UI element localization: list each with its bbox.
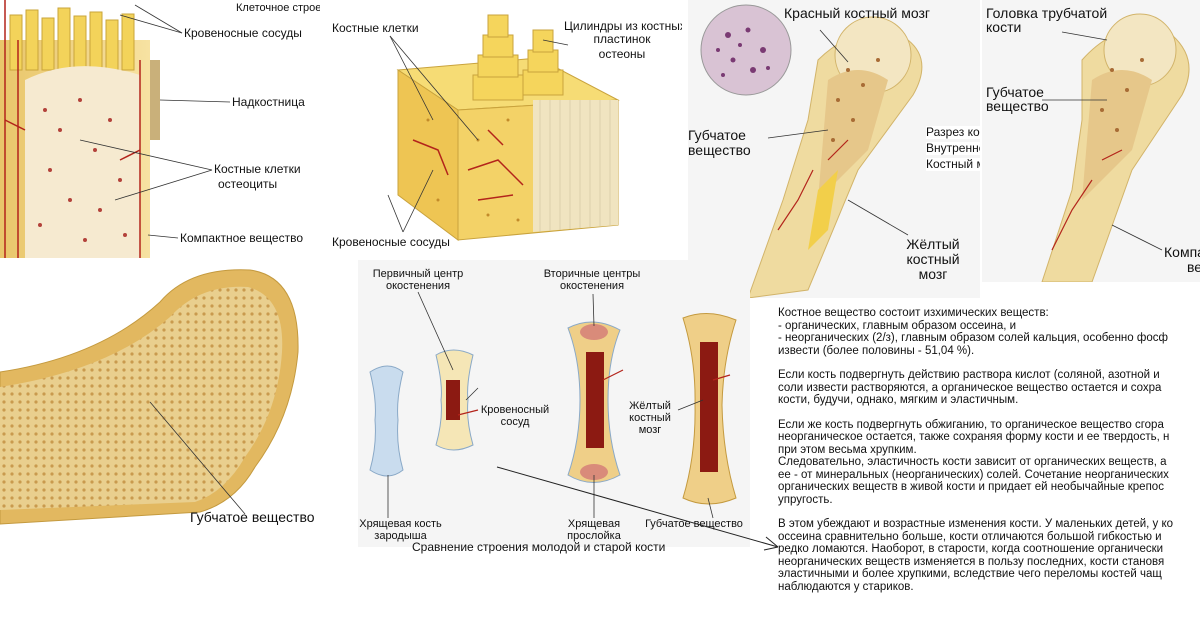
label-secondary-1: Вторичные центры (543, 268, 641, 280)
text-line: ее - от минеральных (неорганических) сол… (778, 468, 1169, 481)
text-line: органических веществ в живой кости и при… (778, 481, 1164, 493)
label-vessels: Кровеносные сосуды (184, 26, 302, 40)
text-line: неорганических веществ изменяется в поль… (778, 555, 1165, 568)
label-compact: Компактное вещество (180, 231, 304, 245)
label-bone-cells: Костные клетки (332, 21, 419, 35)
label-osteocytes: остеоциты (218, 177, 278, 191)
panel-bone-head: Головка трубчатой кости Губчатое веществ… (982, 0, 1200, 282)
label-red-marrow: Красный костный мозг (784, 5, 930, 21)
osteon-block-illustration (387, 14, 620, 241)
label-bone-cells: Костные клетки (214, 162, 301, 176)
label-primary-1: Первичный центр (372, 268, 464, 280)
spongy-bone-illustration (0, 269, 299, 525)
bone-growth-illustration (369, 291, 737, 519)
label-cylinders-2: пластинок (593, 32, 651, 46)
label-cut-1: Разрез кости. (926, 126, 980, 139)
text-line: извести (более половины - 51,04 %). (778, 344, 975, 357)
comparison-caption: Сравнение строения молодой и старой кост… (412, 540, 666, 554)
label-spongy-2: вещество (986, 98, 1049, 114)
text-line: неорганическое остается, также сохраняя … (778, 431, 1170, 443)
text-gap (778, 407, 1200, 419)
label-compact-2: ве (1187, 259, 1200, 275)
bone-head-illustration (982, 0, 1200, 282)
label-yellow-1: Жёлтый (629, 400, 671, 412)
text-line: эластичными и более хрупкими, вследствие… (778, 568, 1162, 580)
text-line: Если же кость подвергнуть обжиганию, то … (778, 418, 1164, 431)
label-primary-2: окостенения (385, 280, 451, 292)
text-line: редко ломаются. Наоборот, в старости, ко… (778, 543, 1164, 555)
label-yellow-2: костный (629, 412, 671, 424)
text-line: оссеина сравнительно больше, кости отлич… (778, 530, 1162, 543)
label-head-2: кости (986, 19, 1022, 35)
description-text: Костное вещество состоит изхимических ве… (778, 307, 1200, 630)
text-line: упругость. (778, 493, 833, 506)
panel1-title: Клеточное строение кости (236, 2, 320, 14)
label-vessel-2: сосуд (500, 416, 530, 428)
label-cylinders-1: Цилиндры из костных (564, 19, 682, 33)
label-vessels: Кровеносные сосуды (332, 235, 450, 249)
text-line: Костное вещество состоит изхимических ве… (778, 307, 1049, 319)
label-vessel-1: Кровеносный (480, 404, 550, 416)
panel-spongy: Губчатое вещество (0, 262, 350, 537)
text-line: - органических, главным образом оссеина,… (778, 319, 1017, 332)
label-spongy-1: Губчатое (688, 127, 746, 143)
label-head-1: Головка трубчатой (986, 5, 1108, 21)
panel-cellular-structure: Клеточное строение кости Кровеносные сос… (0, 0, 320, 258)
label-yellow-3: мозг (918, 266, 948, 282)
text-line: В этом убеждают и возрастные изменения к… (778, 518, 1174, 530)
text-gap (778, 357, 1200, 369)
label-secondary-2: окостенения (559, 280, 625, 292)
text-line: - неорганических (2/з), главным образом … (778, 332, 1168, 344)
label-periosteum: Надкостница (232, 95, 305, 109)
text-line: Если кость подвергнуть действию раствора… (778, 369, 1160, 381)
text-gap (778, 506, 1200, 518)
label-cut-2: Внутреннее строение. (926, 142, 980, 155)
text-line: соли извести растворяются, а органическо… (778, 381, 1162, 394)
bone-section-illustration (0, 0, 231, 258)
text-line: наблюдаются у стариков. (778, 580, 914, 593)
label-cartilage-1: Хрящевая кость (359, 518, 442, 530)
panel-bone-comparison: Первичный центр окостенения Вторичные це… (358, 260, 750, 547)
label-yellow-1: Жёлтый (906, 236, 960, 252)
text-line: кости, будучи, однако, мягким и эластичн… (778, 394, 1019, 406)
label-osteons: остеоны (598, 47, 646, 61)
label-spongy: Губчатое вещество (645, 518, 743, 530)
text-line: Следовательно, эластичность кости зависи… (778, 456, 1167, 468)
label-yellow-3: мозг (638, 424, 662, 436)
label-spongy: Губчатое вещество (190, 509, 315, 525)
label-yellow-2: костный (906, 251, 960, 267)
panel-osteons: Костные клетки Цилиндры из костных пласт… (328, 0, 682, 258)
label-spongy-2: вещество (688, 142, 751, 158)
bone-marrow-illustration (688, 0, 980, 298)
label-spongy-1: Губчатое (986, 84, 1044, 100)
panel-bone-marrow: Красный костный мозг Губчатое вещество Р… (688, 0, 980, 298)
label-cut-3: Костный мозг (926, 158, 980, 171)
label-compact-1: Компа (1164, 244, 1200, 260)
label-cartilage-2: зародыша (374, 530, 427, 542)
text-line: при этом весьма хрупким. (778, 443, 917, 456)
